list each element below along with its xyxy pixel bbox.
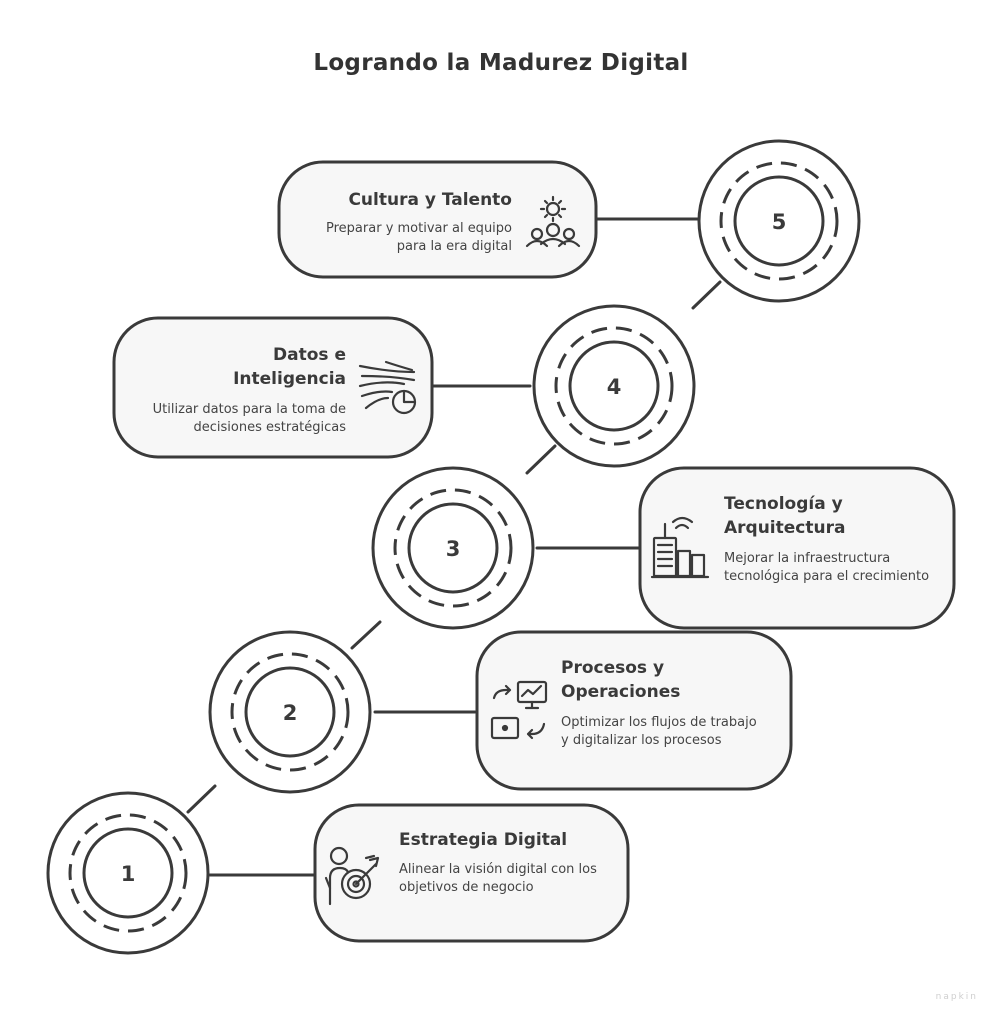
step-circle-5	[697, 139, 861, 303]
step-description-2: Optimizar los flujos de trabajo y digita…	[561, 715, 757, 748]
step-title-4: Datos e Inteligencia	[233, 345, 346, 389]
step-text-1: Estrategia Digital Alinear la visión dig…	[399, 828, 614, 897]
step-text-4: Datos e Inteligencia Utilizar datos para…	[134, 343, 346, 437]
step-title-3: Tecnología y Arquitectura	[724, 494, 846, 538]
step-title-5: Cultura y Talento	[348, 190, 512, 210]
step-circle-2	[208, 630, 372, 794]
diagram-title: Logrando la Madurez Digital	[313, 50, 689, 76]
step-title-1: Estrategia Digital	[399, 830, 568, 850]
step-number-5: 5	[772, 210, 787, 234]
data-pie-icon	[358, 360, 417, 415]
team-gear-icon	[525, 195, 581, 248]
watermark-text: napkin	[935, 992, 978, 1002]
step-card-4	[112, 316, 434, 459]
step-card-5	[277, 160, 598, 279]
step-text-2: Procesos y Operaciones Optimizar los flu…	[561, 656, 761, 750]
step-description-3: Mejorar la infraestructura tecnológica p…	[724, 551, 930, 584]
connector-1-2	[186, 784, 217, 814]
strategy-target-icon	[324, 846, 380, 906]
step-number-4: 4	[607, 375, 622, 399]
step-card-3	[638, 466, 956, 630]
step-description-5: Preparar y motivar al equipo para la era…	[326, 221, 512, 254]
step-card-2	[475, 630, 793, 791]
step-card-1	[313, 803, 630, 943]
connector-4-5	[691, 280, 722, 310]
building-signal-icon	[650, 516, 710, 579]
step-circle-4	[532, 304, 696, 468]
connector-3-4	[525, 444, 557, 475]
step-description-1: Alinear la visión digital con los objeti…	[399, 862, 597, 895]
step-text-3: Tecnología y Arquitectura Mejorar la inf…	[724, 492, 934, 586]
step-title-2: Procesos y Operaciones	[561, 658, 681, 702]
step-circle-1	[46, 791, 210, 955]
step-number-2: 2	[283, 701, 298, 725]
step-number-3: 3	[446, 537, 461, 561]
step-circle-3	[371, 466, 535, 630]
connector-2-3	[350, 620, 382, 650]
step-number-1: 1	[121, 862, 136, 886]
step-description-4: Utilizar datos para la toma de decisione…	[152, 402, 346, 435]
process-workflow-icon	[490, 680, 548, 740]
step-text-5: Cultura y Talento Preparar y motivar al …	[318, 188, 512, 256]
